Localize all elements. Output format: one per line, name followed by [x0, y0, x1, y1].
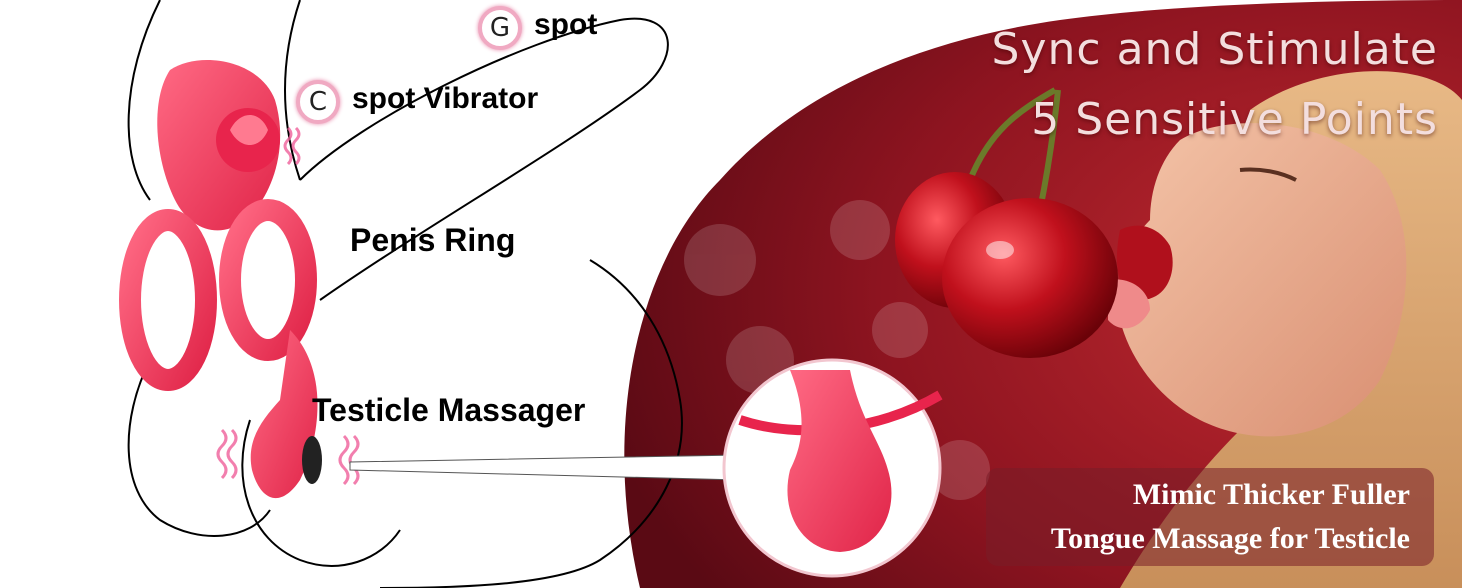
cherries-illustration: [895, 87, 1118, 358]
anatomy-line-drawing: [127, 0, 683, 588]
g-spot-badge: G: [478, 6, 522, 50]
woman-portrait: [1108, 71, 1462, 588]
headline-line2: 5 Sensitive Points: [1031, 94, 1438, 145]
g-spot-label: spot: [534, 8, 598, 41]
zoom-detail-circle: [722, 358, 943, 578]
pointer-line: [349, 454, 741, 481]
headline-line1: Sync and Stimulate: [991, 24, 1438, 75]
caption-box: Mimic Thicker Fuller Tongue Massage for …: [986, 468, 1434, 566]
caption-line2: Tongue Massage for Testicle: [1050, 522, 1410, 555]
penis-ring-label: Penis Ring: [350, 222, 516, 258]
c-spot-label: spot Vibrator: [352, 82, 539, 115]
caption-line1: Mimic Thicker Fuller: [1132, 478, 1410, 511]
testicle-massager-label: Testicle Massager: [312, 392, 586, 428]
pink-ring-device: [119, 60, 322, 499]
vibration-wave-icon: [216, 126, 360, 486]
c-spot-badge: C: [296, 80, 340, 124]
